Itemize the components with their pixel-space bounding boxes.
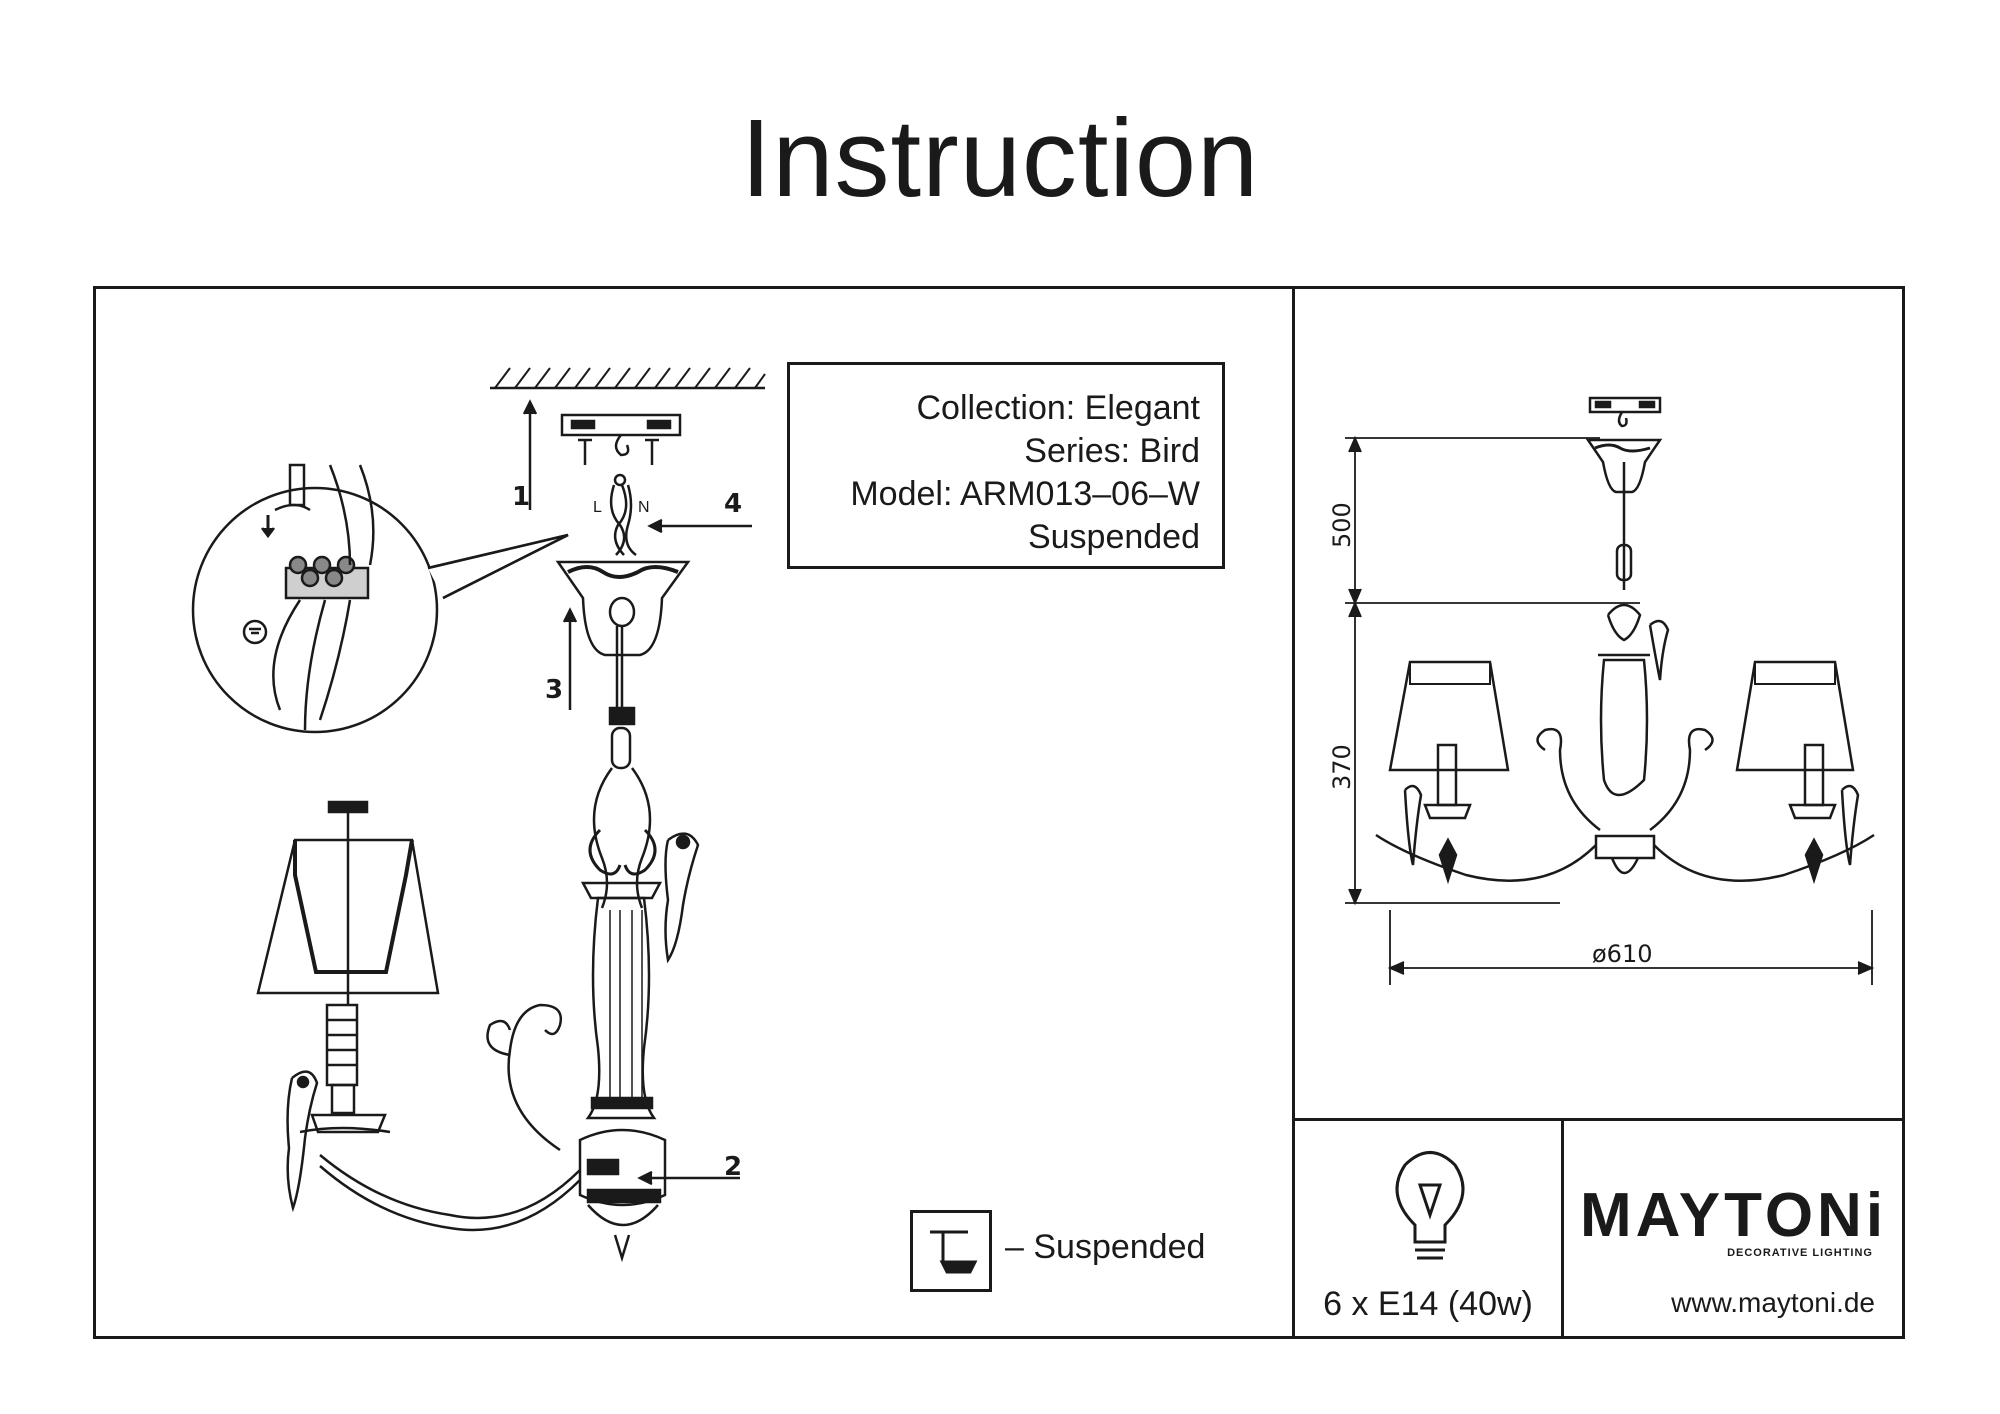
suspended-icon: [930, 1230, 978, 1274]
collection-label: Collection: Elegant: [916, 389, 1200, 427]
drawing-frame: [93, 286, 1905, 1339]
dimension-diameter-label: ø610: [1592, 940, 1653, 968]
product-info-box: Collection: Elegant Series: Bird Model: …: [787, 362, 1225, 569]
frame-divider-horizontal: [1292, 1118, 1905, 1121]
brand-tagline: DECORATIVE LIGHTING: [1727, 1247, 1873, 1259]
step-4-label: 4: [724, 489, 742, 519]
step-3-label: 3: [545, 675, 563, 705]
overview-drawing: [1375, 396, 1875, 885]
ceiling-hatch: [490, 367, 766, 390]
mounting-bracket: [560, 413, 682, 465]
page-title: Instruction: [740, 97, 1260, 220]
legend-label: – Suspended: [1005, 1228, 1206, 1266]
mains-wires: [609, 473, 637, 557]
chandelier-body: [578, 626, 700, 1263]
website-link[interactable]: www.maytoni.de: [1671, 1287, 1875, 1318]
bulb-icon: [1395, 1151, 1465, 1260]
wire-neutral-label: N: [638, 499, 650, 516]
dimension-lines: [1345, 435, 1875, 985]
series-label: Series: Bird: [1024, 432, 1200, 470]
bulb-spec: 6 x E14 (40w): [1323, 1285, 1533, 1323]
wiring-detail-callout: [191, 463, 569, 734]
step-1-label: 1: [512, 482, 530, 512]
frame-divider-vertical: [1292, 286, 1295, 1339]
model-label: Model: ARM013–06–W: [850, 475, 1200, 513]
suspended-legend-box: [910, 1210, 992, 1292]
arm-assembly: [256, 800, 581, 1232]
type-label: Suspended: [1027, 518, 1200, 556]
brand-logo: MAYTONi: [1580, 1181, 1888, 1250]
step-2-label: 2: [724, 1152, 742, 1182]
dimension-chain-label: 500: [1328, 502, 1356, 548]
wire-live-label: L: [593, 499, 602, 516]
frame-divider-footer: [1561, 1118, 1564, 1339]
dimension-height-label: 370: [1328, 744, 1356, 790]
